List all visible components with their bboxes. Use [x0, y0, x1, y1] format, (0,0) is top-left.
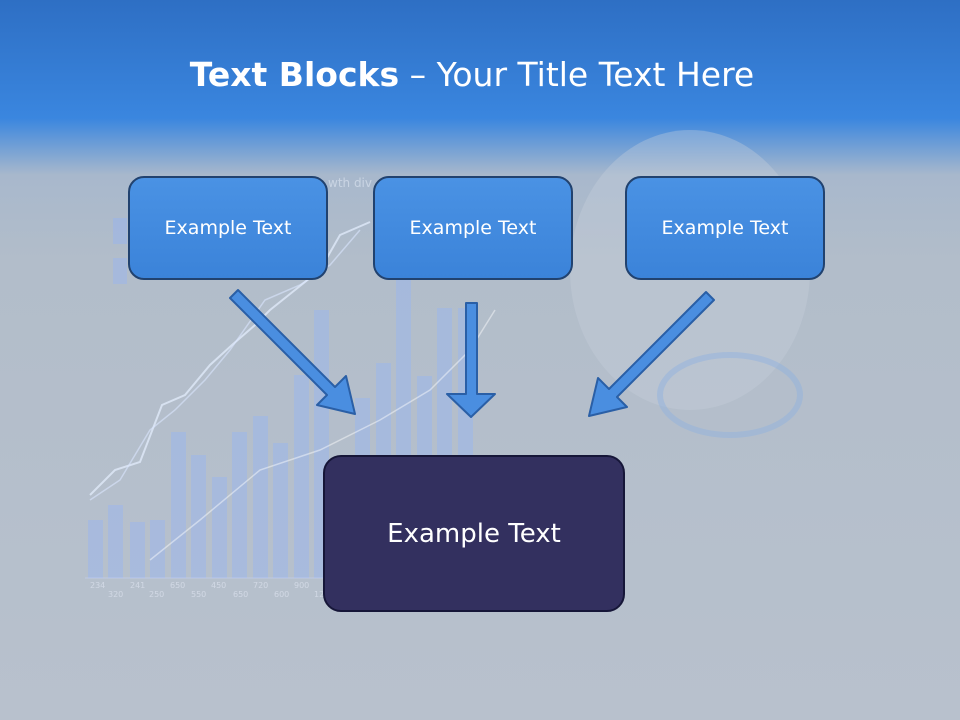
svg-text:450: 450 — [211, 581, 226, 590]
svg-text:600: 600 — [274, 590, 289, 599]
svg-text:12: 12 — [314, 590, 324, 599]
text-block-3-label: Example Text — [661, 217, 789, 239]
background-trend-line-3 — [149, 309, 496, 561]
svg-text:241: 241 — [130, 581, 145, 590]
arrow-center-down — [446, 302, 496, 418]
title-rest: Your Title Text Here — [436, 55, 755, 94]
svg-text:550: 550 — [191, 590, 206, 599]
title-bold: Text Blocks — [189, 55, 400, 94]
text-block-2-label: Example Text — [409, 217, 537, 239]
arrow-right-diagonal — [588, 291, 715, 417]
svg-text:234: 234 — [90, 581, 105, 590]
text-block-result[interactable]: Example Text — [323, 455, 625, 612]
svg-text:650: 650 — [233, 590, 248, 599]
title-dash: – — [399, 55, 437, 94]
text-block-1-label: Example Text — [164, 217, 292, 239]
text-block-1[interactable]: Example Text — [128, 176, 328, 280]
background-legend-bar — [113, 258, 127, 284]
text-block-3[interactable]: Example Text — [625, 176, 825, 280]
text-block-2[interactable]: Example Text — [373, 176, 573, 280]
background-chart-caption: wth div — [328, 176, 372, 190]
background-axis-labels: 234 320 241 250 650 550 450 650 720 600 … — [90, 581, 324, 599]
arrow-left-diagonal — [229, 289, 356, 415]
background-legend-bar — [113, 218, 127, 244]
svg-text:900: 900 — [294, 581, 309, 590]
slide-title: Text Blocks – Your Title Text Here — [0, 52, 944, 98]
text-block-result-label: Example Text — [387, 518, 561, 549]
svg-text:320: 320 — [108, 590, 123, 599]
hand-cuff — [657, 352, 803, 438]
svg-text:250: 250 — [149, 590, 164, 599]
svg-text:720: 720 — [253, 581, 268, 590]
svg-text:650: 650 — [170, 581, 185, 590]
